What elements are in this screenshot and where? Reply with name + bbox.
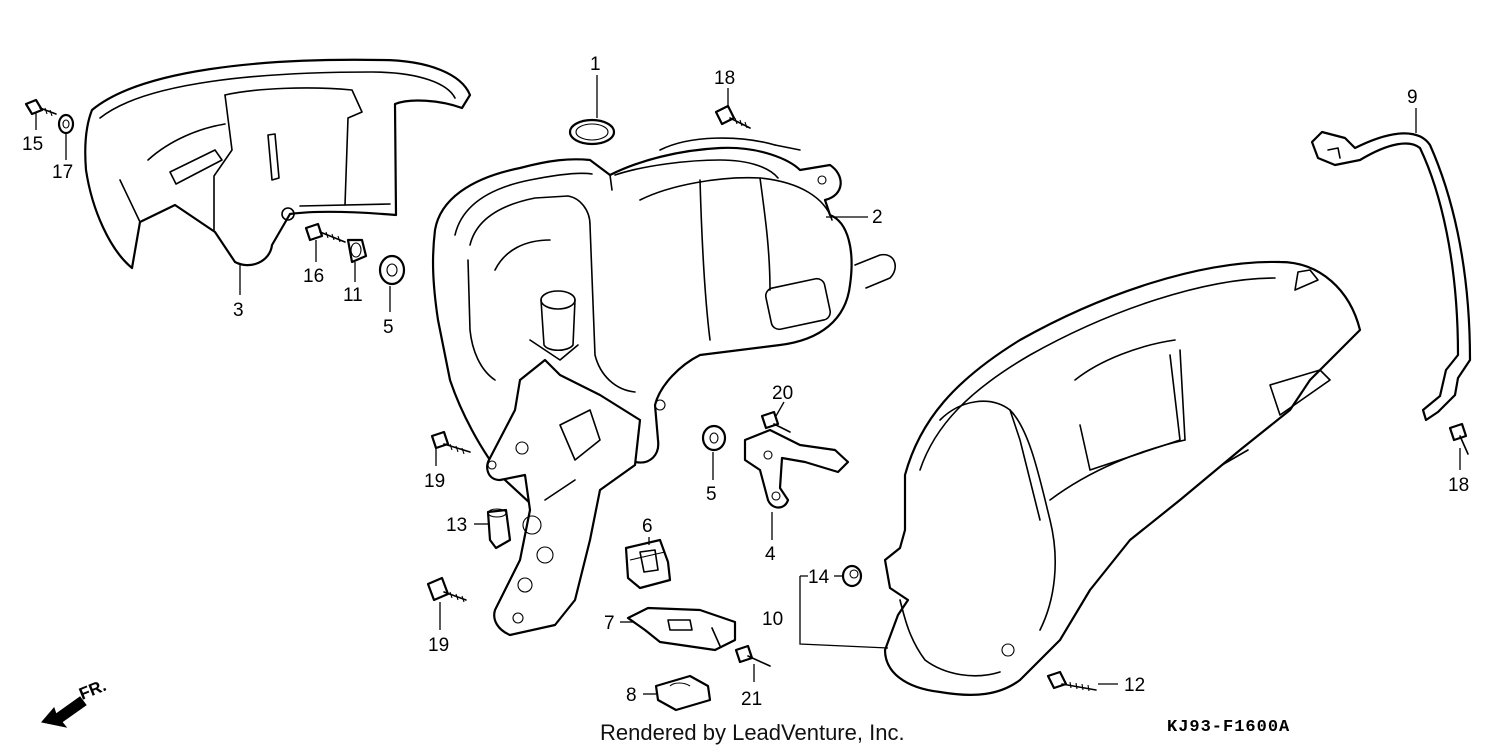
part-3-cover[interactable] bbox=[84, 58, 472, 270]
callout-19-lower: 19 bbox=[428, 635, 449, 656]
callout-16: 16 bbox=[303, 266, 324, 287]
front-direction-marker: FR. bbox=[41, 676, 109, 728]
callout-10: 10 bbox=[762, 609, 783, 630]
part-4-bracket[interactable] bbox=[743, 428, 850, 509]
callout-19-upper: 19 bbox=[424, 471, 445, 492]
part-6-clip[interactable] bbox=[624, 538, 672, 590]
part-18-bolt-right[interactable] bbox=[1448, 422, 1469, 455]
part-16-bolt[interactable] bbox=[304, 222, 346, 243]
callout-labels: 1 2 3 4 5 5 6 7 8 9 10 11 12 13 14 15 16… bbox=[22, 54, 1469, 710]
callout-9: 9 bbox=[1407, 87, 1418, 108]
part-12-bolt[interactable] bbox=[1046, 670, 1097, 692]
air-cleaner-bracket[interactable] bbox=[486, 358, 642, 637]
callout-5-left: 5 bbox=[383, 317, 394, 338]
callout-8: 8 bbox=[626, 685, 637, 706]
part-15-bolt[interactable] bbox=[24, 98, 57, 117]
part-21-bolt[interactable] bbox=[734, 644, 771, 667]
callout-3: 3 bbox=[233, 300, 244, 321]
part-19-bolt-upper[interactable] bbox=[430, 430, 471, 455]
callout-15: 15 bbox=[22, 134, 43, 155]
arrow-icon bbox=[41, 696, 87, 728]
drawing-code: KJ93-F1600A bbox=[1167, 718, 1290, 737]
callout-11: 11 bbox=[343, 285, 363, 306]
callout-1: 1 bbox=[590, 54, 601, 75]
part-19-bolt-lower[interactable] bbox=[426, 576, 467, 603]
part-18-bolt-top[interactable] bbox=[714, 104, 751, 129]
part-13-collar[interactable] bbox=[486, 508, 512, 550]
callout-6: 6 bbox=[642, 516, 653, 537]
part-7-bracket[interactable] bbox=[626, 606, 737, 652]
part-20-bolt[interactable] bbox=[760, 410, 791, 433]
callout-5-center: 5 bbox=[706, 484, 717, 505]
part-5-grommet-center[interactable] bbox=[701, 424, 727, 452]
part-17-washer[interactable] bbox=[57, 113, 75, 135]
callout-18-top: 18 bbox=[714, 68, 735, 89]
part-9-band[interactable] bbox=[1310, 130, 1472, 422]
footer-credit: Rendered by LeadVenture, Inc. bbox=[600, 720, 905, 745]
callout-17: 17 bbox=[52, 162, 73, 183]
part-8-block[interactable] bbox=[654, 674, 712, 712]
leader-lines bbox=[35, 75, 1461, 695]
callout-7: 7 bbox=[604, 613, 615, 634]
callout-20: 20 bbox=[772, 383, 793, 404]
callout-13: 13 bbox=[446, 515, 467, 536]
direction-label: FR. bbox=[76, 676, 109, 704]
part-14-nut[interactable] bbox=[841, 564, 863, 588]
part-11-collar[interactable] bbox=[346, 238, 368, 264]
part-10-rear-fender[interactable] bbox=[883, 260, 1362, 696]
callout-2: 2 bbox=[872, 207, 883, 228]
callout-14: 14 bbox=[808, 567, 830, 588]
part-5-grommet-left[interactable] bbox=[378, 254, 406, 286]
callout-18-right: 18 bbox=[1448, 475, 1469, 496]
callout-4: 4 bbox=[765, 544, 776, 565]
callout-12: 12 bbox=[1124, 675, 1145, 696]
callout-21: 21 bbox=[741, 689, 762, 710]
